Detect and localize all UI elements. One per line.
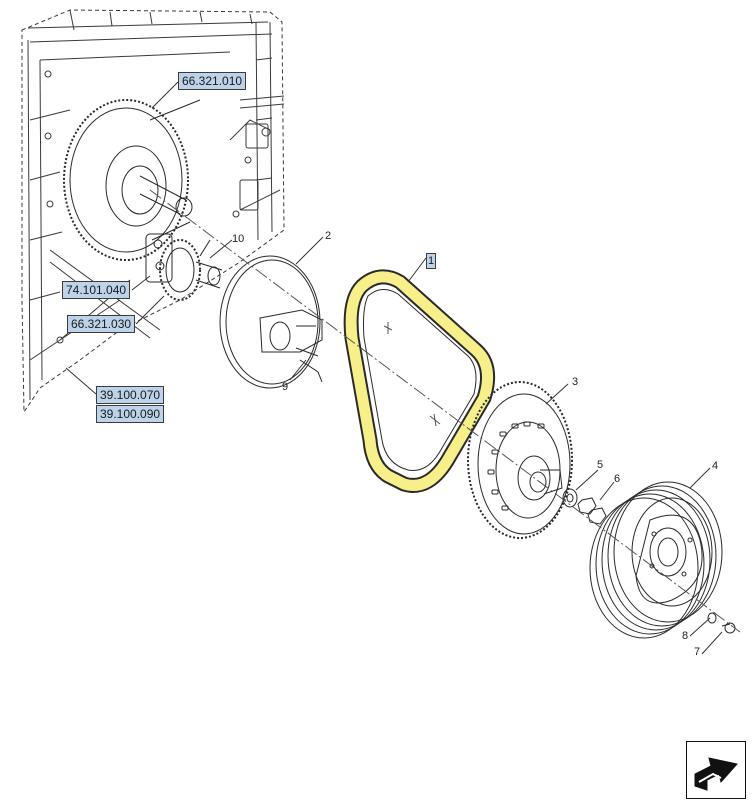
callout-7[interactable]: 7 [694, 646, 701, 658]
callout-8[interactable]: 8 [682, 630, 689, 642]
machine-frame [21, 9, 285, 414]
part-3-hub-pulley [467, 381, 573, 539]
part-4-grooved-pulley [589, 481, 723, 639]
reference-link-66-321-010[interactable]: 66.321.010 [178, 72, 247, 90]
callout-1-belt[interactable]: 1 [426, 253, 437, 269]
part-6-nut [577, 497, 607, 525]
callout-2[interactable]: 2 [325, 230, 332, 242]
flywheel [63, 99, 201, 261]
arrow-glyph [694, 757, 738, 791]
callout-3[interactable]: 3 [572, 376, 579, 388]
callout-5[interactable]: 5 [597, 459, 604, 471]
next-page-arrow-icon[interactable] [686, 741, 746, 799]
part-2-driving-pulley [219, 255, 323, 389]
reference-link-39-100-090[interactable]: 39.100.090 [96, 405, 165, 423]
bearing-assembly [145, 233, 223, 301]
part-8-washer [707, 612, 717, 624]
reference-link-74-101-040[interactable]: 74.101.040 [62, 281, 131, 299]
callout-9[interactable]: 9 [282, 381, 289, 393]
center-axis [149, 189, 741, 633]
callout-10[interactable]: 10 [232, 233, 245, 245]
leader-lines [65, 81, 723, 655]
reference-link-39-100-070[interactable]: 39.100.070 [96, 386, 165, 404]
belt-highlight [345, 271, 494, 491]
callout-4[interactable]: 4 [712, 460, 719, 472]
part-7-bolt [721, 622, 736, 634]
part-1-belt [343, 269, 496, 493]
part-5-washer [562, 488, 578, 508]
reference-link-66-321-030[interactable]: 66.321.030 [67, 315, 136, 333]
hub-bolt-holes [487, 421, 545, 511]
callout-6[interactable]: 6 [614, 473, 621, 485]
